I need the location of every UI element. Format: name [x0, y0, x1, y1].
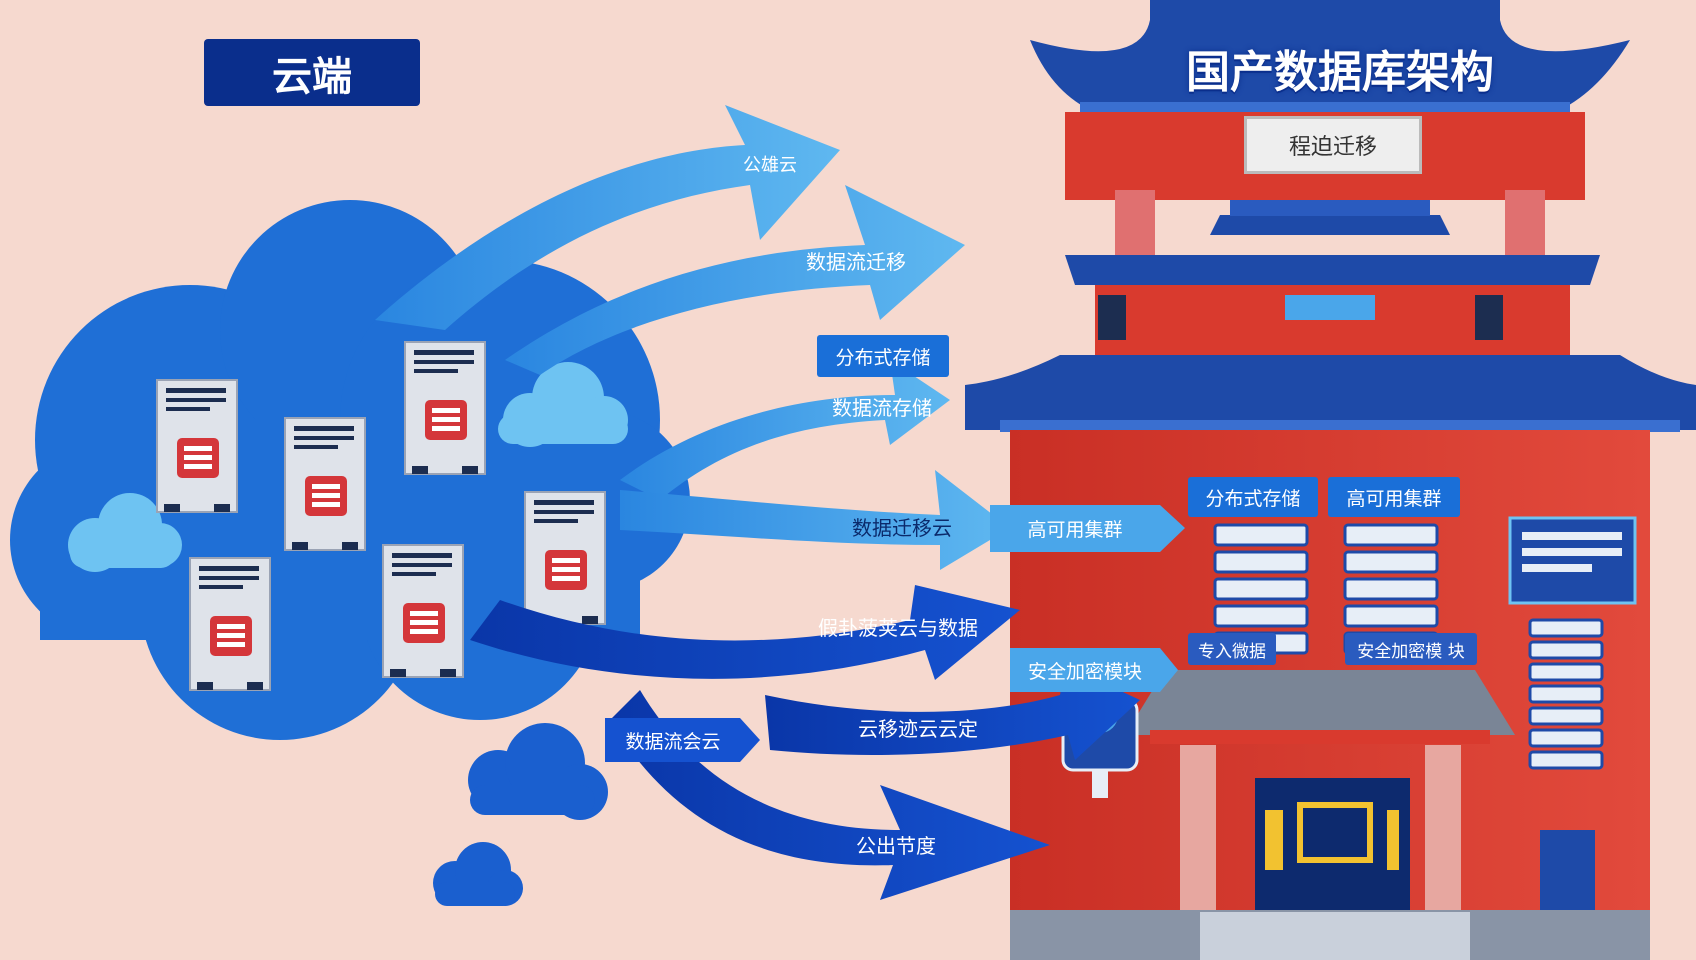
server-3 — [404, 341, 486, 475]
tag-distributed-storage-building: 分布式存储 — [1188, 477, 1318, 517]
tag-security-module: 安全加密模块 — [1027, 660, 1142, 683]
server-6 — [524, 491, 606, 625]
server-1 — [156, 379, 238, 513]
tag-data-stream: 数据流会云 — [605, 718, 741, 762]
small-cloud-dark-1 — [468, 723, 608, 820]
server-2 — [284, 417, 366, 551]
arrow-security-tip — [1010, 648, 1178, 692]
arrow-cluster-tip — [990, 505, 1185, 552]
small-cloud-light-left — [68, 493, 182, 572]
tag-distributed-storage-left: 分布式存储 — [817, 335, 949, 377]
architecture-title: 国产数据库架构 — [1186, 47, 1494, 98]
arrow-label-4: 数据迁移云 — [852, 515, 952, 540]
server-4 — [189, 557, 271, 691]
cloud-title: 云端 — [204, 39, 420, 106]
arrow-2 — [505, 185, 965, 375]
tag-high-availability-building: 高可用集群 — [1328, 477, 1460, 517]
arrow-3 — [620, 360, 950, 500]
arrow-label-1: 公雄云 — [743, 155, 797, 176]
arrow-6 — [765, 665, 1140, 760]
small-cloud-dark-2 — [433, 842, 523, 906]
arrow-5 — [470, 585, 1020, 680]
tag-small-right: 安全加密模 块 — [1345, 633, 1477, 665]
arrow-1 — [375, 105, 840, 330]
tag-high-availability-cluster: 高可用集群 — [1027, 519, 1123, 541]
arrow-label-7: 公出节度 — [856, 833, 936, 858]
arrow-label-6: 云移迹云云定 — [858, 716, 978, 741]
arrow-label-3: 数据流存储 — [832, 395, 932, 420]
migration-plaque: 程迫迁移 — [1244, 116, 1422, 174]
server-5 — [382, 544, 464, 678]
arrow-4 — [620, 470, 1010, 570]
small-cloud-light-right — [498, 362, 628, 447]
tag-small-left: 专入微据 — [1188, 633, 1276, 665]
arrow-label-2: 数据流迁移 — [806, 249, 906, 274]
arrow-label-5: 假卦菠荚云与数据 — [818, 615, 978, 640]
arrow-7 — [610, 690, 1050, 900]
